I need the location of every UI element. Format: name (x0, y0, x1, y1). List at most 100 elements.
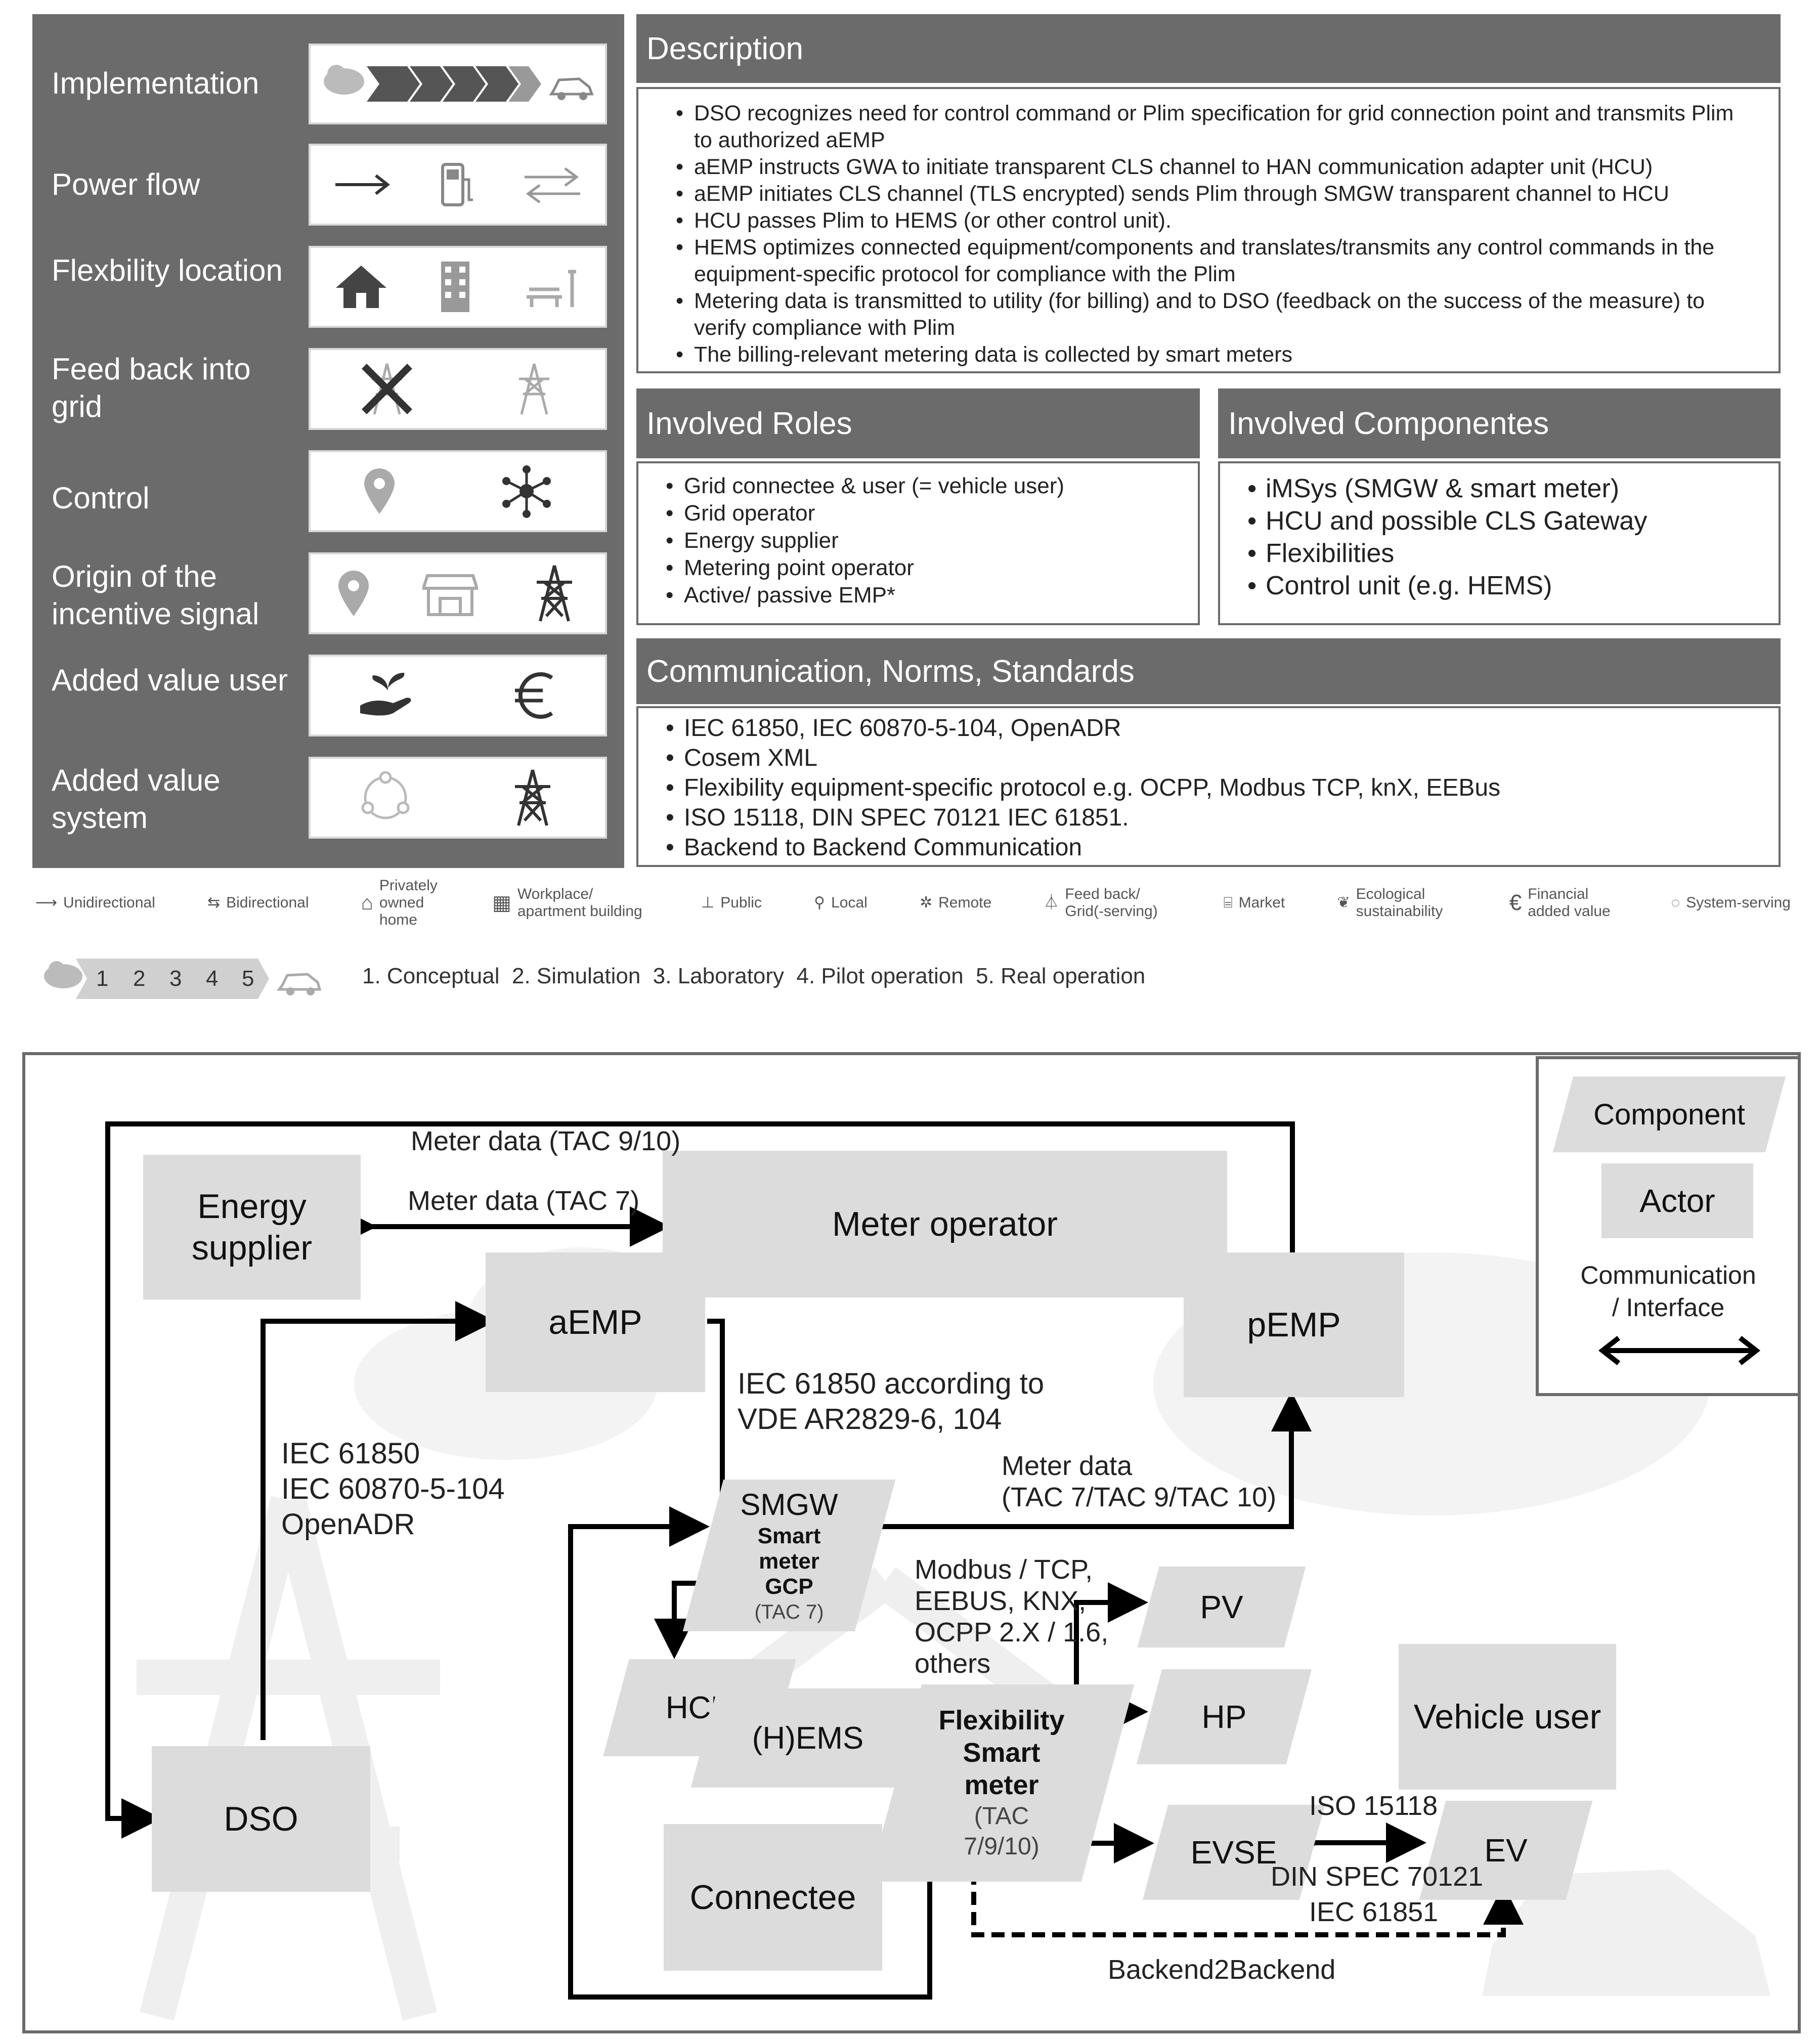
market-icon (422, 574, 478, 616)
backend2backend-label: Backend2Backend (1108, 1955, 1336, 1985)
legend-market: ⌸Market (1223, 894, 1285, 911)
flexibility-smart-meter-node: Flexibility Smart meter (TAC 7/9/10) (869, 1684, 1135, 1882)
communication-item: Backend to Backend Communication (666, 833, 1779, 862)
unidirectional-icon: ⟶ (35, 894, 58, 911)
din-spec-label: DIN SPEC 70121 (1271, 1861, 1484, 1892)
pv-label: PV (1200, 1589, 1243, 1625)
row-label-origin-incentive: Origin of the incentive signal (52, 559, 259, 631)
aemp-node: aEMP (486, 1252, 705, 1392)
public-bench-icon (526, 270, 576, 307)
modbus-label-4: others (915, 1648, 991, 1679)
dso-protocol-label-2: IEC 60870-5-104 (281, 1472, 505, 1505)
legend-apartment: ▦Workplace/ apartment building (492, 886, 642, 920)
legend-remote: ✲Remote (920, 894, 992, 911)
communication-header: Communication, Norms, Standards (636, 638, 1781, 704)
added-value-system-icons (309, 757, 607, 839)
ecological-icon: ❦ (1337, 894, 1350, 911)
modbus-label-3: OCPP 2.X / 1.6, (915, 1617, 1109, 1647)
ev-label: EV (1484, 1832, 1528, 1869)
feedback-icon: ⏃ (1044, 894, 1059, 911)
remote-icon: ✲ (920, 894, 933, 911)
description-item: aEMP instructs GWA to initiate transpare… (676, 154, 1748, 181)
roles-list: Grid connectee & user (= vehicle user) G… (638, 472, 1198, 609)
hp-node: HP (1136, 1669, 1312, 1764)
description-item: Metering data is transmitted to utility … (676, 288, 1748, 341)
fuel-pump-icon (441, 163, 473, 206)
stage-number: 2 (133, 966, 146, 991)
hems-node: (H)EMS (690, 1688, 925, 1788)
row-label-added-value-user: Added value user (52, 663, 288, 697)
criteria-panel: Implementation Power flow Flexbility loc… (32, 14, 624, 868)
legend-component: Component (1552, 1076, 1786, 1152)
local-icon: ⚲ (814, 894, 826, 911)
communication-box: IEC 61850, IEC 60870-5-104, OpenADR Cose… (636, 706, 1781, 867)
component-item: HCU and possible CLS Gateway (1247, 505, 1779, 537)
component-item: Control unit (e.g. HEMS) (1247, 570, 1779, 602)
components-box: iMSys (SMGW & smart meter) HCU and possi… (1218, 461, 1781, 625)
component-item: Flexibilities (1247, 537, 1779, 570)
unidirectional-arrow-icon (335, 174, 390, 195)
implementation-icons (309, 44, 607, 124)
meter-data-tac7-label: Meter data (TAC 7) (408, 1186, 640, 1216)
communication-item: ISO 15118, DIN SPEC 70121 IEC 61851. (666, 803, 1779, 833)
apartment-icon: ▦ (492, 892, 511, 914)
row-label-flexibility-location: Flexbility location (52, 253, 283, 287)
legend-ecological: ❦Ecological sustainability (1337, 886, 1443, 920)
smgw-node: SMGW Smart meter GCP (TAC 7) (682, 1480, 896, 1631)
flex-smart-meter-label: Flexibility Smart meter (938, 1705, 1065, 1800)
legend-home: ⌂Privately owned home (361, 877, 438, 928)
plant-hand-icon (360, 673, 411, 716)
meter-operator-node: Meter operator (663, 1151, 1227, 1297)
hems-label: (H)EMS (752, 1720, 864, 1756)
legend-double-arrow-icon (1598, 1336, 1761, 1365)
control-icons (309, 450, 607, 532)
row-label-added-value-system: Added value system (52, 763, 221, 835)
market-icon: ⌸ (1223, 894, 1233, 911)
financial-icon: € (1509, 890, 1522, 915)
smart-meter-gcp-label: Smart meter GCP (757, 1524, 821, 1599)
legend-actor: Actor (1601, 1163, 1753, 1238)
row-label-feed-back: Feed back into grid (52, 352, 251, 423)
modbus-label-2: EEBUS, KNX, (915, 1586, 1087, 1616)
meter-data-label: Meter data (1002, 1451, 1133, 1481)
public-icon: ⊥ (701, 894, 715, 911)
location-pin-icon (364, 468, 395, 514)
legend-local: ⚲Local (814, 894, 868, 911)
description-item: aEMP initiates CLS channel (TLS encrypte… (676, 181, 1748, 207)
system-serving-icon: ◌ (1671, 894, 1680, 911)
stage-number: 4 (206, 966, 219, 991)
role-item: Metering point operator (666, 554, 1198, 582)
description-item: HCU passes Plim to HEMS (or other contro… (676, 207, 1748, 234)
pylon-icon (536, 565, 572, 622)
power-flow-icons (309, 144, 607, 226)
stage-chevron-icon (44, 959, 322, 999)
stage-chevrons: 1 2 3 4 5 (40, 951, 334, 1007)
legend-financial: €Financial added value (1509, 886, 1611, 920)
description-box: DSO recognizes need for control command … (636, 87, 1781, 373)
legend-component-label: Component (1593, 1098, 1745, 1131)
pemp-node: pEMP (1184, 1252, 1404, 1397)
role-item: Grid operator (666, 500, 1198, 527)
home-icon: ⌂ (361, 892, 373, 914)
evse-node: EVSE (1142, 1805, 1325, 1900)
communication-list: IEC 61850, IEC 60870-5-104, OpenADR Cose… (638, 713, 1779, 862)
legend-system-serving: ◌System-serving (1671, 894, 1791, 911)
pv-node: PV (1137, 1567, 1306, 1647)
communication-item: IEC 61850, IEC 60870-5-104, OpenADR (666, 713, 1779, 743)
legend-communication-label-1: Communication (1580, 1261, 1756, 1289)
row-label-implementation: Implementation (52, 66, 259, 100)
role-item: Grid connectee & user (= vehicle user) (666, 472, 1198, 500)
energy-supplier-node: Energy supplier (143, 1155, 361, 1299)
communication-item: Cosem XML (666, 743, 1779, 773)
flexibility-location-icons (309, 246, 607, 328)
communication-item: Flexibility equipment-specific protocol … (666, 773, 1779, 803)
roles-header: Involved Roles (636, 388, 1200, 458)
role-item: Active/ passive EMP* (666, 582, 1198, 609)
legend-bidirectional: ⇆Bidirectional (207, 894, 309, 911)
stage-number: 3 (169, 966, 182, 991)
iso-15118-label: ISO 15118 (1309, 1791, 1438, 1821)
dso-protocol-label-3: OpenADR (281, 1508, 415, 1541)
components-list: iMSys (SMGW & smart meter) HCU and possi… (1220, 472, 1779, 602)
description-item: DSO recognizes need for control command … (676, 100, 1748, 154)
smart-meter-gcp-tac: (TAC 7) (754, 1601, 824, 1623)
